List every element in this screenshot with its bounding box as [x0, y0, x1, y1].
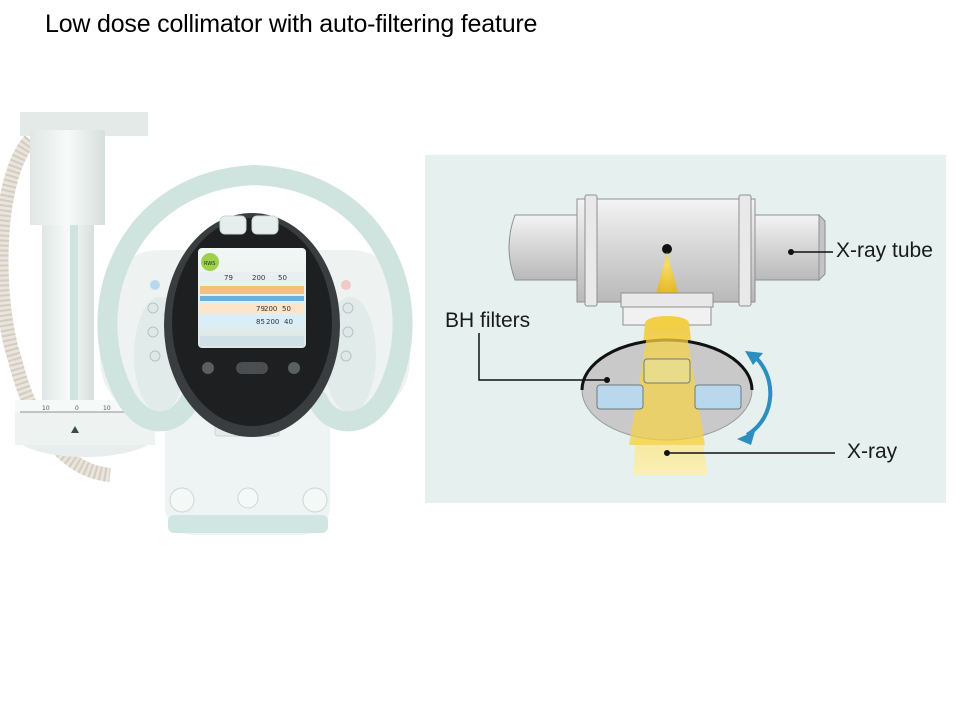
- filter-diagram-art: [478, 194, 835, 475]
- filter-right: [694, 384, 742, 410]
- label-bh-filters: BH filters: [445, 309, 531, 332]
- focal-spot-icon: [662, 244, 672, 254]
- xray-tube: [508, 194, 826, 307]
- scale-mark: 0: [75, 405, 79, 412]
- collimator-block: [620, 292, 714, 308]
- left-button-icon: [150, 280, 160, 290]
- screen-readout: 50: [282, 305, 291, 313]
- right-button-icon: [341, 280, 351, 290]
- filter-diagram: X-ray tube BH filters X-ray: [425, 155, 946, 503]
- bh-filter-disc: [580, 335, 754, 445]
- screen-readout: 50: [278, 274, 287, 282]
- active-filter: [643, 358, 691, 384]
- scale-mark: 10: [42, 405, 50, 412]
- collimator-device-photo: 10 0 10 RWS 79 200 50 79 200 50 85 200 4…: [0, 112, 413, 535]
- slide-title: Low dose collimator with auto-filtering …: [45, 10, 538, 38]
- pointer-icon: [71, 426, 79, 433]
- filter-left: [596, 384, 644, 410]
- screen-readout: 40: [284, 318, 293, 326]
- label-xray-tube: X-ray tube: [836, 239, 933, 262]
- screen-readout: 79: [256, 305, 265, 313]
- screen-readout: 85: [256, 318, 265, 326]
- screen-readout: 200: [264, 305, 277, 313]
- screen-readout: 79: [224, 274, 233, 282]
- screen-readout: 200: [252, 274, 265, 282]
- rotation-arrow-icon: [745, 353, 773, 437]
- scale-mark: 10: [103, 405, 111, 412]
- screen-readout: 200: [266, 318, 279, 326]
- label-xray: X-ray: [847, 440, 898, 463]
- screen-badge: RWS: [204, 261, 215, 267]
